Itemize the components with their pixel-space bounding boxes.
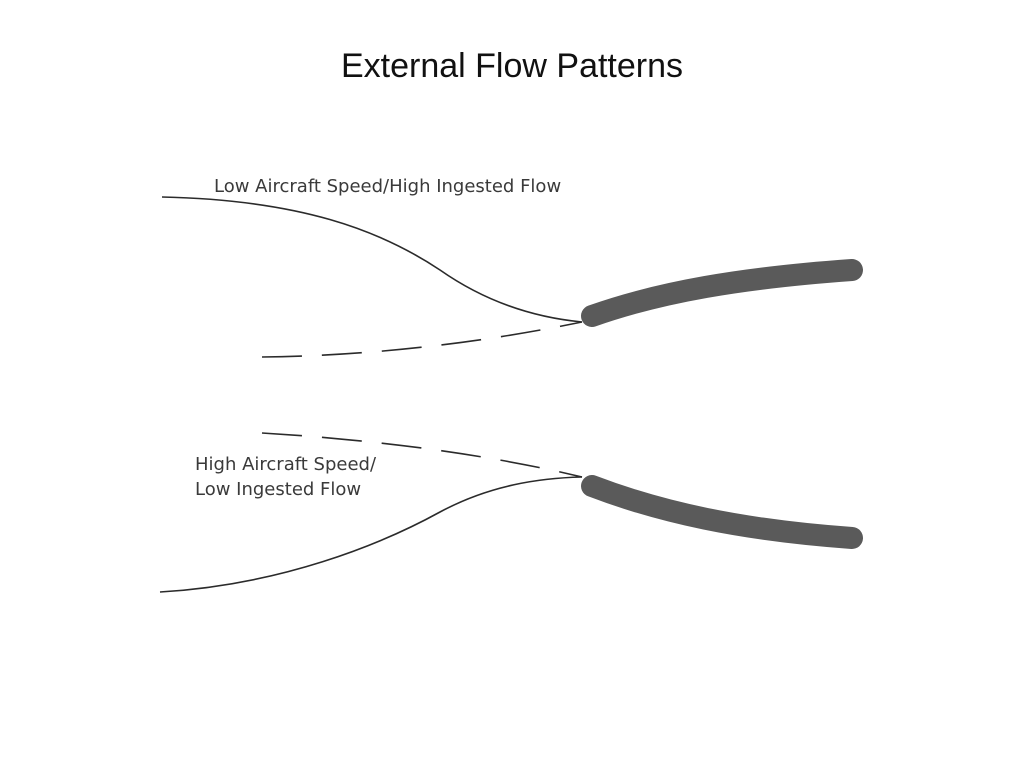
upper-streamline-dashed <box>261 321 583 358</box>
label-high-aircraft-speed-line1: High Aircraft Speed/ <box>195 454 377 475</box>
upper-streamline-low-speed <box>161 196 583 323</box>
label-low-aircraft-speed: Low Aircraft Speed/High Ingested Flow <box>214 176 561 197</box>
lower-inlet-lip <box>581 475 863 549</box>
label-high-aircraft-speed-line2: Low Ingested Flow <box>195 479 361 500</box>
upper-inlet-lip <box>581 259 863 327</box>
lower-streamline-high-speed <box>159 476 583 593</box>
slide-title: External Flow Patterns <box>340 47 684 85</box>
